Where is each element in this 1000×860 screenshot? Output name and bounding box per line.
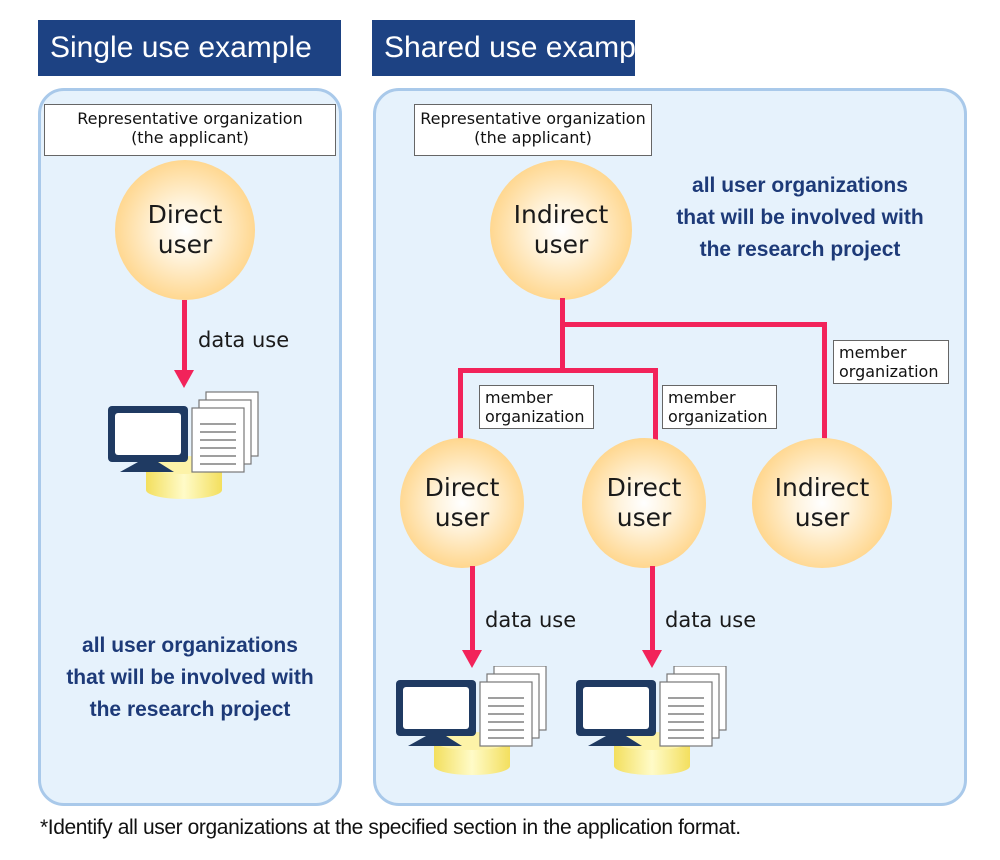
member-label-line-2: organization — [485, 407, 585, 426]
connector-middle-drop — [653, 368, 658, 440]
shared-computer-database-icon-1 — [396, 666, 547, 775]
note-line-2: that will be involved with — [676, 206, 924, 229]
circle-line-1: Indirect — [513, 200, 609, 229]
monitor-icon — [396, 680, 476, 746]
shared-data-use-label-1: data use — [485, 608, 577, 632]
single-use-header: Single use example — [38, 20, 341, 76]
shared-data-use-arrowhead-1 — [462, 650, 482, 668]
note-line-3: the research project — [89, 698, 291, 721]
member-label-line-2: organization — [668, 407, 768, 426]
shared-note: all user organizations that will be invo… — [650, 170, 950, 266]
connector-right-drop — [822, 322, 827, 440]
member-organization-label-3: member organization — [833, 340, 949, 384]
connector-top-horizontal — [560, 322, 827, 327]
circle-line-2: user — [533, 230, 589, 259]
member-label-line-1: member — [668, 388, 736, 407]
single-computer-database-icon — [108, 391, 259, 499]
single-note: all user organizations that will be invo… — [40, 630, 340, 726]
note-line-1: all user organizations — [692, 174, 908, 197]
single-data-use-label: data use — [198, 328, 290, 352]
single-data-use-arrowhead — [174, 370, 194, 388]
shared-indirect-user-circle: Indirect user — [490, 160, 632, 300]
circle-line-1: Direct — [424, 473, 500, 502]
shared-data-use-arrow-line-1 — [470, 566, 475, 652]
circle-line-2: user — [157, 230, 213, 259]
rep-line-1: Representative organization — [77, 109, 303, 128]
documents-icon — [479, 666, 547, 747]
circle-line-2: user — [616, 503, 672, 532]
member-label-line-2: organization — [839, 362, 939, 381]
single-representative-box: Representative organization (the applica… — [44, 104, 336, 156]
member-label-line-1: member — [485, 388, 553, 407]
shared-data-use-arrow-line-2 — [650, 566, 655, 652]
member-label-line-1: member — [839, 343, 907, 362]
connector-trunk — [560, 298, 565, 370]
connector-left-drop — [458, 368, 463, 440]
shared-direct-user-circle-1: Direct user — [400, 438, 524, 568]
monitor-icon — [576, 680, 656, 746]
note-line-3: the research project — [699, 238, 901, 261]
documents-icon — [659, 666, 727, 747]
footnote: *Identify all user organizations at the … — [40, 816, 741, 839]
shared-data-use-arrowhead-2 — [642, 650, 662, 668]
shared-indirect-user-circle-member: Indirect user — [752, 438, 892, 568]
shared-representative-box: Representative organization (the applica… — [414, 104, 652, 156]
note-line-2: that will be involved with — [66, 666, 314, 689]
circle-line-2: user — [434, 503, 490, 532]
shared-data-use-label-2: data use — [665, 608, 757, 632]
member-organization-label-2: member organization — [662, 385, 777, 429]
single-direct-user-circle: Direct user — [115, 160, 255, 300]
documents-icon — [191, 391, 259, 473]
shared-computer-database-icon-2 — [576, 666, 727, 775]
circle-line-1: Indirect — [774, 473, 870, 502]
note-line-1: all user organizations — [82, 634, 298, 657]
rep-line-2: (the applicant) — [474, 128, 592, 147]
circle-line-1: Direct — [606, 473, 682, 502]
single-data-use-arrow-line — [182, 300, 187, 372]
rep-line-1: Representative organization — [420, 109, 646, 128]
connector-lower-horizontal — [458, 368, 658, 373]
member-organization-label-1: member organization — [479, 385, 594, 429]
circle-line-1: Direct — [147, 200, 223, 229]
circle-line-2: user — [794, 503, 850, 532]
shared-direct-user-circle-2: Direct user — [582, 438, 706, 568]
monitor-icon — [108, 406, 188, 472]
rep-line-2: (the applicant) — [131, 128, 249, 147]
shared-use-header: Shared use example — [372, 20, 659, 76]
